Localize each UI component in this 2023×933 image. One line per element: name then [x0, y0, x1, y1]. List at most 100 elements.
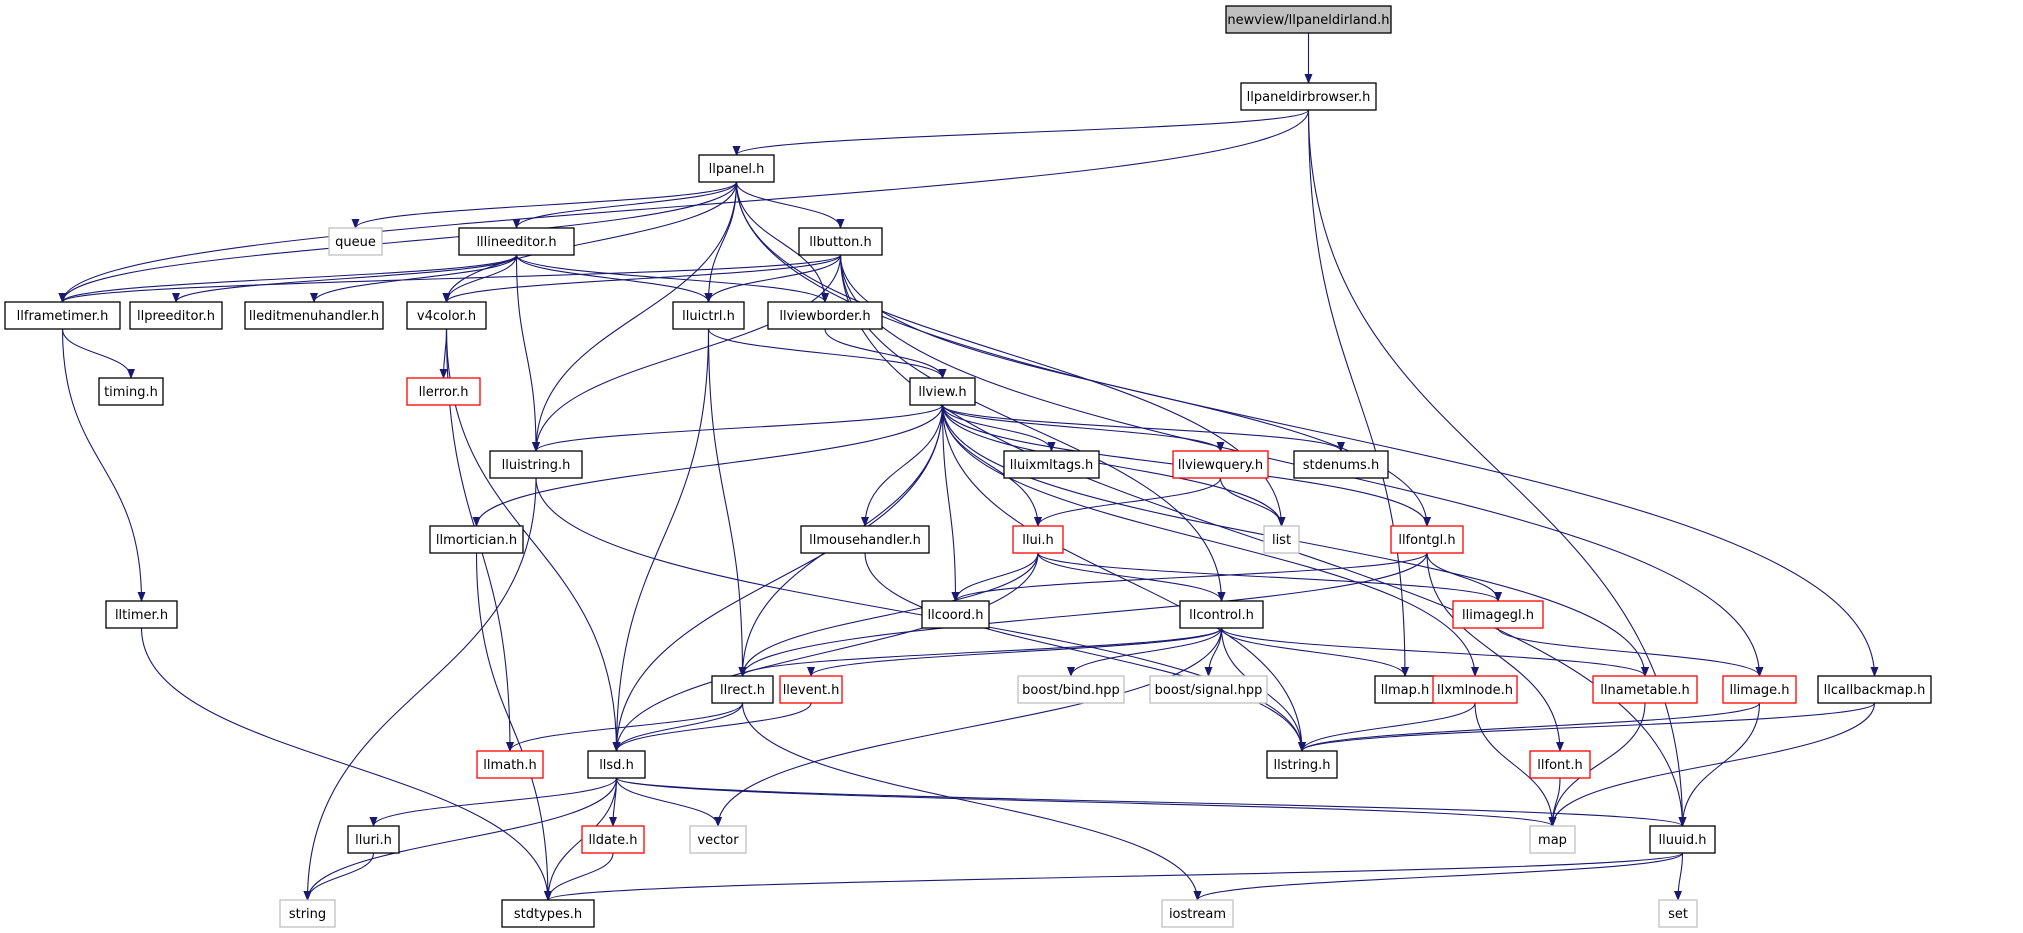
node-box — [1012, 525, 1064, 554]
edge-llpanel-to-llviewborder — [735, 181, 829, 303]
edge-lllineeditor-to-lluistring — [515, 254, 540, 452]
node-box — [1266, 750, 1338, 779]
node-timing[interactable]: timing.h — [98, 377, 164, 406]
edge-llpanel-to-lllineeditor — [512, 181, 738, 229]
node-box — [244, 301, 384, 330]
edge-lluictrl-to-llsd — [612, 328, 710, 752]
node-llbutton[interactable]: llbutton.h — [798, 227, 883, 256]
node-v4color[interactable]: v4color.h — [406, 301, 487, 330]
node-llpanel[interactable]: llpanel.h — [698, 154, 775, 183]
edge-llviewquery-to-list — [1219, 477, 1286, 527]
node-box — [1390, 525, 1464, 554]
node-label: llnametable.h — [1600, 683, 1689, 698]
node-label: llstring.h — [1274, 758, 1331, 773]
node-label: llcallbackmap.h — [1824, 683, 1926, 698]
node-llxmlnode[interactable]: llxmlnode.h — [1432, 675, 1518, 704]
node-boostsignal: boost/signal.hpp — [1149, 675, 1268, 704]
edge-llimage-to-llstring — [1298, 702, 1761, 752]
edge-llui-to-llrect — [738, 552, 1039, 677]
node-label: llframetimer.h — [17, 309, 109, 324]
node-llpreeditor[interactable]: llpreeditor.h — [129, 301, 223, 330]
edge-llview-to-llcoord — [941, 404, 960, 602]
node-label: lluixmltags.h — [1010, 458, 1094, 473]
node-llui[interactable]: llui.h — [1012, 525, 1064, 554]
node-stdtypes[interactable]: stdtypes.h — [501, 899, 595, 928]
node-llerror[interactable]: llerror.h — [406, 377, 481, 406]
node-llmap[interactable]: llmap.h — [1374, 675, 1436, 704]
node-box — [1263, 525, 1300, 554]
node-llnametable[interactable]: llnametable.h — [1592, 675, 1698, 704]
edge-llbutton-to-lluuid — [839, 254, 1687, 827]
edge-llui-to-llsd — [612, 552, 1039, 752]
edge-llimagegl-to-llimage — [1497, 627, 1764, 677]
node-label: map — [1538, 833, 1567, 848]
edge-llfontgl-to-llcoord — [951, 552, 1428, 602]
edge-llcontrol-to-llnametable — [1220, 627, 1649, 677]
edge-llframetimer-to-lltimer — [61, 328, 146, 602]
edge-llcontrol-to-vector — [714, 627, 1223, 827]
node-llimagegl[interactable]: llimagegl.h — [1452, 600, 1544, 629]
node-label: llmortician.h — [436, 533, 517, 548]
node-llcoord[interactable]: llcoord.h — [921, 600, 990, 629]
node-llcallbackmap[interactable]: llcallbackmap.h — [1817, 675, 1932, 704]
edge-llcontrol-to-boostbind — [1067, 627, 1223, 677]
node-lluistring[interactable]: lluistring.h — [489, 450, 583, 479]
node-lluri[interactable]: lluri.h — [347, 825, 400, 854]
edge-llpaneldirbrowser-to-llmap — [1307, 109, 1409, 677]
edge-llpanel-to-llbutton — [735, 181, 845, 229]
node-lllineeditor[interactable]: lllineeditor.h — [458, 227, 575, 256]
node-box — [909, 377, 976, 406]
node-llframetimer[interactable]: llframetimer.h — [4, 301, 121, 330]
node-llviewquery[interactable]: llviewquery.h — [1172, 450, 1269, 479]
node-llviewborder[interactable]: llviewborder.h — [767, 301, 883, 330]
node-llmousehandler[interactable]: llmousehandler.h — [800, 525, 930, 554]
edge-lluictrl-to-llrect — [707, 328, 747, 677]
edge-llview-to-llsd — [612, 404, 944, 752]
node-llfontgl[interactable]: llfontgl.h — [1390, 525, 1464, 554]
node-box — [328, 227, 383, 256]
edge-v4color-to-llsd — [445, 328, 621, 752]
nodes-layer: newview/llpaneldirland.hllpaneldirbrowse… — [4, 5, 1932, 928]
node-box — [1374, 675, 1436, 704]
node-lldate[interactable]: lldate.h — [581, 825, 645, 854]
node-label: v4color.h — [417, 309, 476, 324]
node-llmath[interactable]: llmath.h — [476, 750, 544, 779]
node-llevent[interactable]: llevent.h — [779, 675, 843, 704]
node-llfont[interactable]: llfont.h — [1529, 750, 1591, 779]
node-llrect[interactable]: llrect.h — [711, 675, 774, 704]
edge-llui-to-llcontrol — [1037, 552, 1226, 602]
node-llimage[interactable]: llimage.h — [1722, 675, 1797, 704]
node-box — [4, 301, 121, 330]
node-llcontrol[interactable]: llcontrol.h — [1179, 600, 1264, 629]
node-box — [1592, 675, 1698, 704]
node-label: llmap.h — [1381, 683, 1429, 698]
edge-llcontrol-to-llrect — [738, 627, 1223, 677]
node-lltimer[interactable]: lltimer.h — [105, 600, 178, 629]
node-label: iostream — [1169, 907, 1226, 922]
edge-lldate-to-stdtypes — [544, 852, 614, 901]
node-llmortician[interactable]: llmortician.h — [429, 525, 524, 554]
node-lluictrl[interactable]: lluictrl.h — [672, 301, 745, 330]
node-box — [1149, 675, 1268, 704]
node-lluixmltags[interactable]: lluixmltags.h — [1003, 450, 1100, 479]
node-llstring[interactable]: llstring.h — [1266, 750, 1338, 779]
node-lluuid[interactable]: lluuid.h — [1649, 825, 1716, 854]
node-lleditmenuhandler[interactable]: lleditmenuhandler.h — [244, 301, 384, 330]
edge-llcontrol-to-llmap — [1220, 627, 1409, 677]
node-stdenums[interactable]: stdenums.h — [1293, 450, 1389, 479]
node-box — [1240, 82, 1377, 111]
edge-llview-to-list — [941, 404, 1286, 527]
node-llview[interactable]: llview.h — [909, 377, 976, 406]
node-llpaneldirbrowser[interactable]: llpaneldirbrowser.h — [1240, 82, 1377, 111]
node-llsd[interactable]: llsd.h — [587, 750, 646, 779]
node-label: llpreeditor.h — [137, 309, 215, 324]
node-label: llfont.h — [1537, 758, 1582, 773]
edge-llbutton-to-llframetimer — [58, 254, 842, 303]
edge-llnametable-to-map — [1548, 702, 1646, 827]
node-box — [279, 899, 336, 928]
edge-llmortician-to-stdtypes — [475, 552, 552, 901]
edge-llview-to-lluixmltags — [941, 404, 1056, 452]
node-label: boost/signal.hpp — [1155, 683, 1263, 698]
node-label: llviewborder.h — [779, 309, 870, 324]
node-box — [1722, 675, 1797, 704]
